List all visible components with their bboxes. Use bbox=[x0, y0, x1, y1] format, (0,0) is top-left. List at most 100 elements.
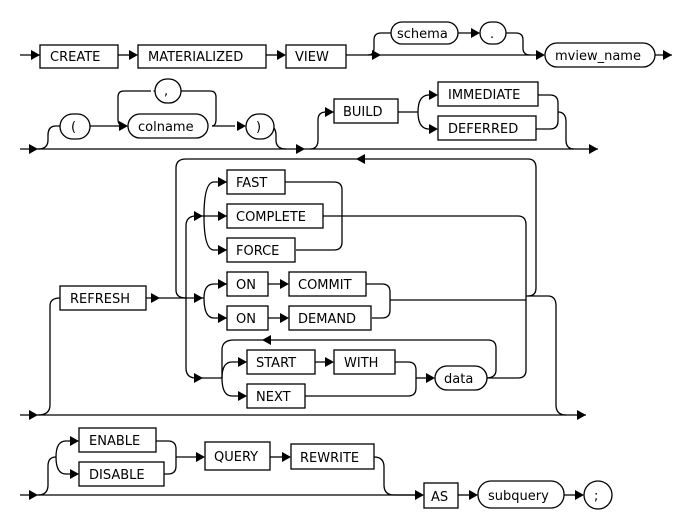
terminal-data-label: data bbox=[444, 372, 473, 387]
keyword-rewrite-label: REWRITE bbox=[300, 451, 359, 466]
keyword-as-label: AS bbox=[431, 490, 448, 505]
keyword-fast-label: FAST bbox=[236, 176, 267, 191]
arrow-right-icon bbox=[218, 279, 227, 289]
terminal-mview-name: mview_name bbox=[544, 42, 656, 68]
terminal-data: data bbox=[434, 365, 488, 391]
keyword-with: WITH bbox=[333, 349, 396, 375]
terminal-schema-label: schema bbox=[397, 27, 448, 42]
keyword-enable-label: ENABLE bbox=[89, 434, 140, 449]
arrow-right-icon bbox=[237, 121, 246, 131]
keyword-immediate-label: IMMEDIATE bbox=[448, 88, 520, 103]
arrow-right-icon bbox=[277, 50, 286, 60]
arrow-right-icon bbox=[282, 452, 291, 462]
terminal-schema: schema bbox=[390, 21, 459, 45]
keyword-view-label: VIEW bbox=[295, 50, 329, 65]
arrow-right-icon bbox=[194, 293, 203, 303]
keyword-force-label: FORCE bbox=[236, 244, 279, 259]
terminal-rparen: ) bbox=[245, 113, 275, 140]
keyword-view: VIEW bbox=[285, 44, 347, 69]
arrow-right-icon bbox=[280, 313, 289, 323]
keyword-query-label: QUERY bbox=[214, 450, 258, 465]
keyword-build: BUILD bbox=[333, 98, 399, 124]
keyword-start: START bbox=[246, 349, 316, 375]
keyword-rewrite: REWRITE bbox=[290, 443, 375, 470]
terminal-colname: colname bbox=[127, 113, 209, 139]
arrow-right-icon bbox=[372, 50, 381, 60]
keyword-next-label: NEXT bbox=[256, 390, 291, 405]
keyword-complete: COMPLETE bbox=[226, 203, 324, 229]
arrow-right-icon bbox=[218, 177, 227, 187]
terminal-semicolon-label: ; bbox=[594, 489, 598, 504]
arrow-right-icon bbox=[429, 124, 438, 134]
terminal-comma-label: , bbox=[164, 84, 168, 99]
arrow-right-icon bbox=[29, 144, 38, 154]
arrow-right-icon bbox=[119, 121, 128, 131]
terminal-rparen-label: ) bbox=[256, 120, 261, 135]
keyword-refresh: REFRESH bbox=[59, 285, 147, 311]
arrow-right-icon bbox=[471, 28, 480, 38]
keyword-start-label: START bbox=[256, 356, 296, 371]
arrow-right-icon bbox=[218, 313, 227, 323]
arrow-right-icon bbox=[415, 490, 424, 500]
arrow-right-icon bbox=[536, 50, 545, 60]
terminal-subquery-label: subquery bbox=[488, 489, 549, 504]
arrow-right-icon bbox=[151, 293, 160, 303]
keyword-materialized: MATERIALIZED bbox=[137, 44, 267, 69]
arrow-left-icon bbox=[262, 335, 271, 345]
arrow-left-icon bbox=[356, 154, 365, 164]
keyword-commit-label: COMMIT bbox=[298, 278, 352, 293]
keyword-build-label: BUILD bbox=[343, 105, 383, 120]
keyword-disable-label: DISABLE bbox=[89, 468, 145, 483]
keyword-create-label: CREATE bbox=[50, 50, 100, 65]
arrow-right-icon bbox=[325, 357, 334, 367]
arrow-right-icon bbox=[194, 373, 203, 383]
arrow-right-icon bbox=[280, 279, 289, 289]
keyword-deferred-label: DEFERRED bbox=[448, 122, 518, 137]
keyword-on-label: ON bbox=[236, 278, 256, 293]
arrow-right-icon bbox=[469, 490, 478, 500]
arrow-right-icon bbox=[29, 490, 38, 500]
terminal-colname-label: colname bbox=[138, 120, 194, 135]
arrow-right-icon bbox=[663, 50, 672, 60]
arrow-right-icon bbox=[296, 144, 305, 154]
keyword-materialized-label: MATERIALIZED bbox=[148, 50, 243, 65]
keyword-as: AS bbox=[423, 482, 459, 509]
terminal-mview-name-label: mview_name bbox=[555, 49, 641, 64]
arrow-right-icon bbox=[196, 452, 205, 462]
arrow-right-icon bbox=[70, 469, 79, 479]
terminal-dot: . bbox=[479, 21, 507, 45]
keyword-enable: ENABLE bbox=[78, 427, 157, 453]
keyword-commit: COMMIT bbox=[288, 271, 367, 297]
terminal-lparen: ( bbox=[59, 113, 91, 140]
keyword-demand-label: DEMAND bbox=[298, 312, 356, 327]
arrow-right-icon bbox=[325, 107, 334, 117]
arrow-right-icon bbox=[238, 391, 247, 401]
keyword-demand: DEMAND bbox=[288, 305, 372, 331]
keyword-on-demand-on: ON bbox=[226, 305, 269, 331]
arrow-right-icon bbox=[429, 90, 438, 100]
arrow-right-icon bbox=[29, 410, 38, 420]
terminal-dot-label: . bbox=[490, 27, 494, 42]
keyword-create: CREATE bbox=[39, 44, 119, 69]
keyword-complete-label: COMPLETE bbox=[236, 210, 306, 225]
arrow-right-icon bbox=[31, 50, 40, 60]
keyword-refresh-label: REFRESH bbox=[70, 292, 130, 307]
arrow-right-icon bbox=[426, 373, 435, 383]
keyword-fast: FAST bbox=[226, 169, 286, 195]
arrow-right-icon bbox=[577, 410, 586, 420]
keyword-deferred: DEFERRED bbox=[437, 115, 537, 141]
keyword-query: QUERY bbox=[204, 441, 271, 471]
arrow-right-icon bbox=[575, 490, 584, 500]
keyword-force: FORCE bbox=[226, 237, 296, 263]
arrow-right-icon bbox=[129, 50, 138, 60]
keyword-with-label: WITH bbox=[344, 356, 378, 371]
keyword-on-commit-on: ON bbox=[226, 271, 269, 297]
arrow-right-icon bbox=[238, 357, 247, 367]
diagram-arrowheads bbox=[29, 28, 672, 500]
arrow-right-icon bbox=[218, 211, 227, 221]
terminal-semicolon: ; bbox=[583, 480, 613, 510]
arrow-right-icon bbox=[70, 436, 79, 446]
keyword-next: NEXT bbox=[246, 383, 306, 409]
terminal-comma: , bbox=[154, 78, 182, 104]
